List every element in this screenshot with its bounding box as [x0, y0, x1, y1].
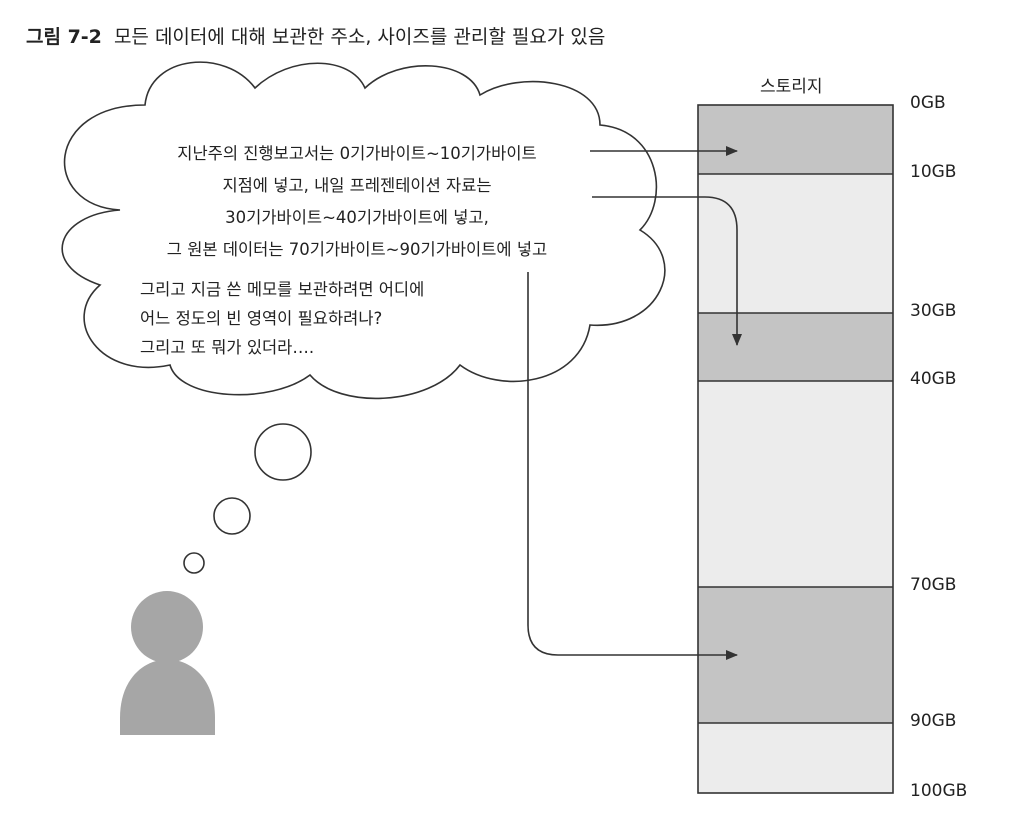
- thought-line-2: 지점에 넣고, 내일 프레젠테이션 자료는: [222, 176, 492, 195]
- storage-outline: [697, 104, 894, 794]
- storage-used-segment: [698, 105, 893, 174]
- person-head: [131, 591, 203, 663]
- arrow-to-30-40gb: [592, 196, 742, 346]
- storage-used-segment: [698, 313, 893, 381]
- caption-text: 모든 데이터에 대해 보관한 주소, 사이즈를 관리할 필요가 있음: [113, 26, 606, 48]
- storage-label-10gb: 10GB: [910, 162, 957, 182]
- thought-bubble-medium: [213, 497, 251, 535]
- thought-bubble-large: [254, 423, 312, 481]
- thought-bubble-small: [183, 552, 205, 574]
- figure-number: 그림 7-2: [26, 26, 102, 48]
- storage-label-0gb: 0GB: [910, 93, 946, 113]
- thought-line-3: 30기가바이트~40기가바이트에 넣고,: [225, 208, 489, 227]
- person-icon: [120, 591, 215, 735]
- storage-label-70gb: 70GB: [910, 575, 957, 595]
- thought-line-5: 그리고 지금 쓴 메모를 보관하려면 어디에: [140, 280, 425, 299]
- thought-cloud: [61, 61, 666, 400]
- thought-line-6: 어느 정도의 빈 영역이 필요하려나?: [140, 309, 383, 328]
- storage-label-100gb: 100GB: [910, 781, 968, 801]
- storage-column: [697, 104, 894, 794]
- thought-line-7: 그리고 또 뭐가 있더라….: [140, 338, 315, 357]
- person-body: [120, 659, 215, 735]
- storage-title: 스토리지: [760, 77, 823, 97]
- figure-caption: 그림 7-2 모든 데이터에 대해 보관한 주소, 사이즈를 관리할 필요가 있…: [26, 22, 605, 49]
- storage-label-30gb: 30GB: [910, 301, 957, 321]
- storage-label-40gb: 40GB: [910, 369, 957, 389]
- storage-label-90gb: 90GB: [910, 711, 957, 731]
- thought-line-4: 그 원본 데이터는 70기가바이트~90기가바이트에 넣고: [166, 240, 548, 259]
- thought-line-1: 지난주의 진행보고서는 0기가바이트~10기가바이트: [177, 144, 537, 163]
- arrow-to-70-90gb: [527, 272, 738, 660]
